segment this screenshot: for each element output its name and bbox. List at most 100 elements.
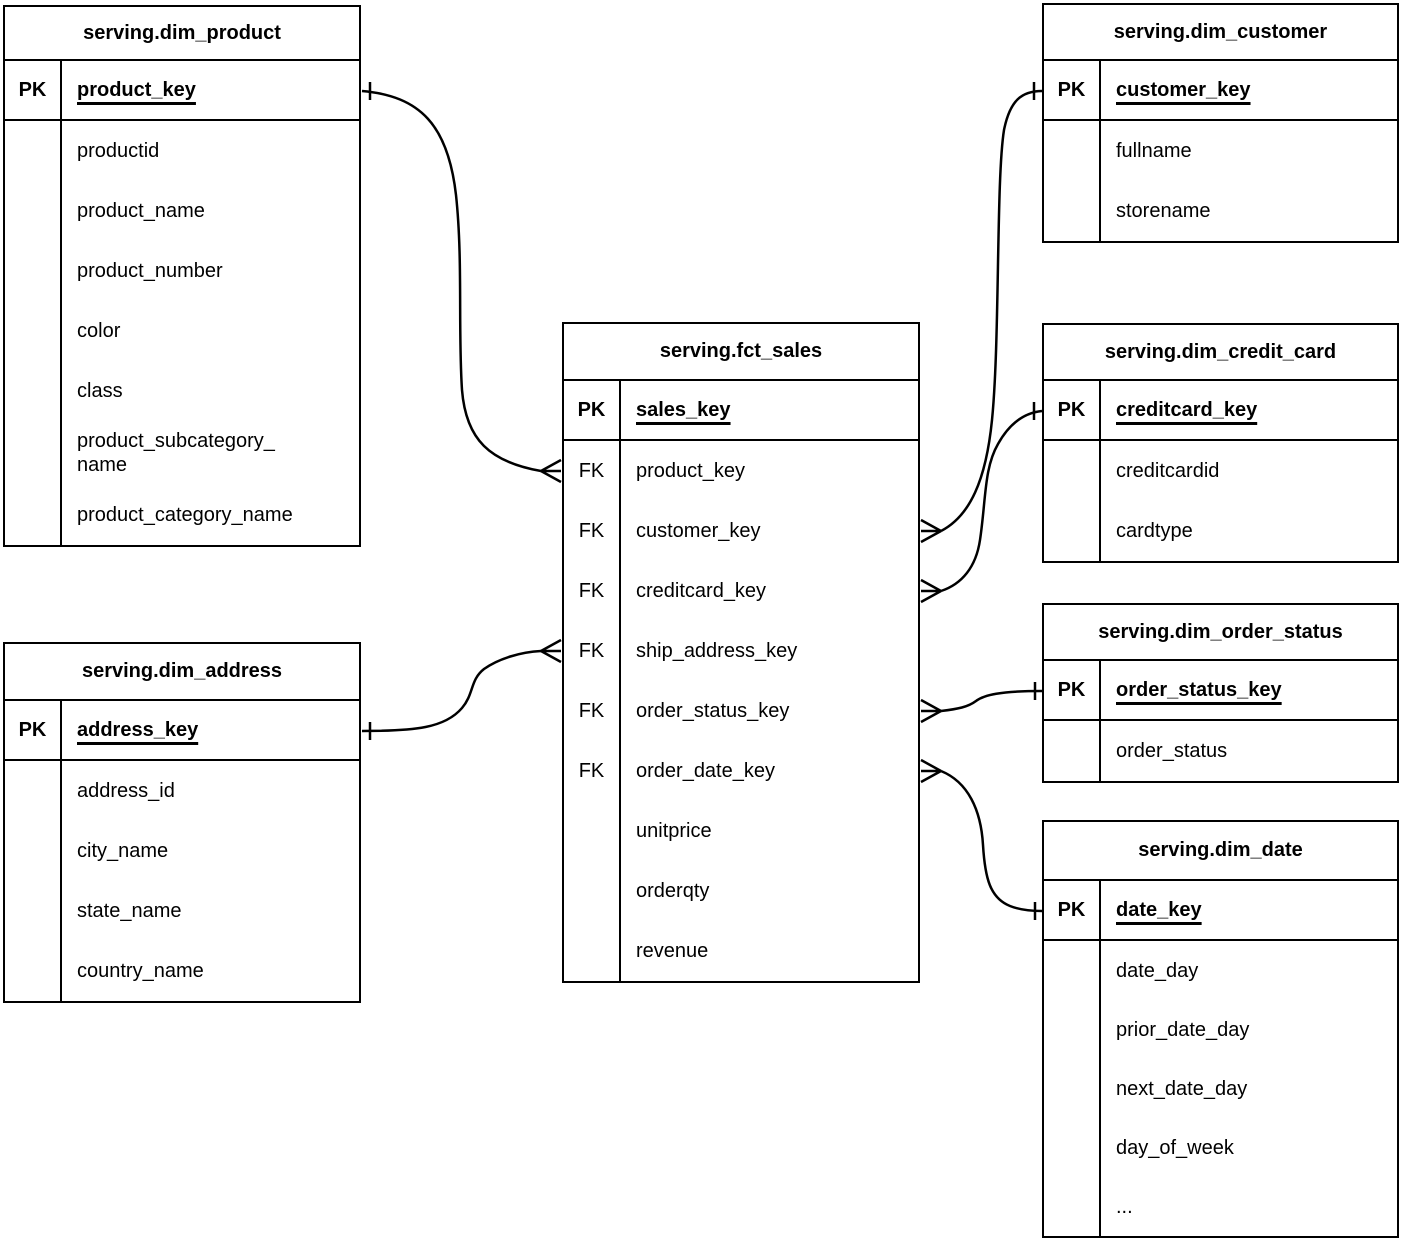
attribute-row: product_number [5, 241, 359, 301]
pk-row: PK customer_key [1044, 61, 1397, 121]
relationship-line [940, 689, 1043, 713]
attribute-row: product_category_name [5, 485, 359, 545]
table-title: serving.dim_address [5, 644, 359, 701]
attribute-row: city_name [5, 821, 359, 881]
fk-tag [1044, 1118, 1101, 1177]
attribute-row: fullname [1044, 121, 1397, 181]
column-name: product_number [77, 260, 223, 282]
attribute-row: date_day [1044, 941, 1397, 1000]
pk-tag: PK [1044, 881, 1101, 939]
column-name: date_day [1116, 959, 1199, 982]
column-name: color [77, 320, 121, 342]
pk-tag: PK [564, 381, 621, 439]
column-name: revenue [636, 940, 709, 962]
attribute-row: ... [1044, 1177, 1397, 1236]
column-name: day_of_week [1116, 1136, 1234, 1159]
pk-column-name: creditcard_key [1116, 399, 1258, 421]
relationship-line [940, 89, 1043, 533]
column-name: class [77, 380, 123, 402]
rel-order-date-key [920, 758, 1043, 920]
pk-tag: PK [1044, 381, 1101, 439]
column-name: address_id [77, 780, 175, 802]
rel-creditcard-key [920, 402, 1043, 604]
attribute-row: prior_date_day [1044, 1000, 1397, 1059]
table-title: serving.dim_product [5, 7, 359, 61]
rel-customer-key [920, 82, 1043, 544]
fk-tag: FK [564, 741, 621, 801]
pk-tag: PK [1044, 661, 1101, 719]
crow-foot-many-icon [540, 638, 562, 664]
column-name: city_name [77, 840, 169, 862]
pk-column-name: address_key [77, 719, 199, 741]
pk-column-name: date_key [1116, 899, 1202, 921]
pk-row: PK product_key [5, 61, 359, 121]
attribute-row: storename [1044, 181, 1397, 241]
column-name: productid [77, 140, 160, 162]
fk-tag: FK [564, 501, 621, 561]
column-name: customer_key [636, 520, 761, 542]
fk-tag [1044, 1059, 1101, 1118]
pk-tag: PK [1044, 61, 1101, 119]
pk-column-name: product_key [77, 79, 196, 101]
attribute-row: order_status [1044, 721, 1397, 781]
fk-tag [5, 941, 62, 1001]
table-title: serving.fct_sales [564, 324, 918, 381]
attribute-row: productid [5, 121, 359, 181]
column-name: product_key [636, 460, 745, 482]
column-name: orderqty [636, 880, 710, 902]
pk-row: PK creditcard_key [1044, 381, 1397, 441]
fk-tag: FK [564, 561, 621, 621]
crow-foot-many-icon [920, 578, 942, 604]
fk-tag [1044, 1000, 1101, 1059]
relationship-line [940, 769, 1043, 913]
attribute-row: day_of_week [1044, 1118, 1397, 1177]
attribute-row: FK order_date_key [564, 741, 918, 801]
column-name: creditcard_key [636, 580, 767, 602]
fk-tag [5, 881, 62, 941]
attribute-row: creditcardid [1044, 441, 1397, 501]
fk-tag [5, 301, 62, 361]
fk-tag [5, 121, 62, 181]
column-name: order_status_key [636, 700, 790, 722]
column-name: product_name [77, 200, 205, 222]
rel-order-status-key [920, 682, 1043, 724]
relationship-line [940, 409, 1043, 593]
fk-tag [5, 241, 62, 301]
pk-tag: PK [5, 61, 62, 119]
column-name: creditcardid [1116, 460, 1220, 482]
pk-column-name: sales_key [636, 399, 731, 421]
column-name: prior_date_day [1116, 1018, 1250, 1041]
attribute-row: product_name [5, 181, 359, 241]
relationship-line [361, 649, 542, 733]
fk-tag [564, 921, 621, 981]
attribute-row: FK creditcard_key [564, 561, 918, 621]
pk-column-name: customer_key [1116, 79, 1251, 101]
fk-tag [5, 821, 62, 881]
column-name: state_name [77, 900, 182, 922]
column-name: order_date_key [636, 760, 775, 782]
fk-tag [1044, 121, 1101, 181]
attribute-row: class [5, 361, 359, 421]
fk-tag [1044, 441, 1101, 501]
pk-row: PK date_key [1044, 881, 1397, 941]
fk-tag [1044, 941, 1101, 1000]
crow-foot-many-icon [540, 458, 562, 484]
fk-tag [5, 485, 62, 545]
attribute-row: state_name [5, 881, 359, 941]
attribute-row: cardtype [1044, 501, 1397, 561]
rel-product-key [361, 82, 562, 484]
column-name: cardtype [1116, 520, 1193, 542]
table-title: serving.dim_order_status [1044, 605, 1397, 661]
